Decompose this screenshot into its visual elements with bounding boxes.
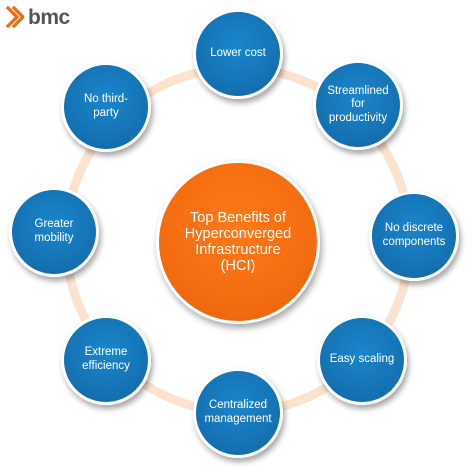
node-label: Greater mobility <box>34 218 74 244</box>
center-title: Top Benefits of Hyperconverged Infrastru… <box>184 209 292 275</box>
node-no-discrete-components: No discrete components <box>369 191 459 281</box>
bmc-logo: bmc <box>6 6 70 28</box>
node-extreme-efficiency: Extreme efficiency <box>61 315 151 405</box>
node-streamlined-for-productivity: Streamlined for productivity <box>313 60 403 150</box>
node-label: Streamlined for productivity <box>327 84 389 124</box>
node-label: Easy scaling <box>329 353 395 366</box>
node-label: Extreme efficiency <box>82 346 130 372</box>
bmc-logo-icon <box>6 6 24 28</box>
node-greater-mobility: Greater mobility <box>9 187 99 277</box>
node-centralized-management: Centralized management <box>193 368 283 458</box>
node-no-third-party: No third- party <box>61 62 151 152</box>
bmc-logo-text: bmc <box>28 5 70 29</box>
node-label: Centralized management <box>204 399 272 425</box>
node-lower-cost: Lower cost <box>193 9 283 99</box>
node-label: No discrete components <box>382 222 446 248</box>
node-label: Lower cost <box>210 47 266 60</box>
node-easy-scaling: Easy scaling <box>317 315 407 405</box>
center-circle: Top Benefits of Hyperconverged Infrastru… <box>156 160 320 324</box>
node-label: No third- party <box>83 93 129 119</box>
